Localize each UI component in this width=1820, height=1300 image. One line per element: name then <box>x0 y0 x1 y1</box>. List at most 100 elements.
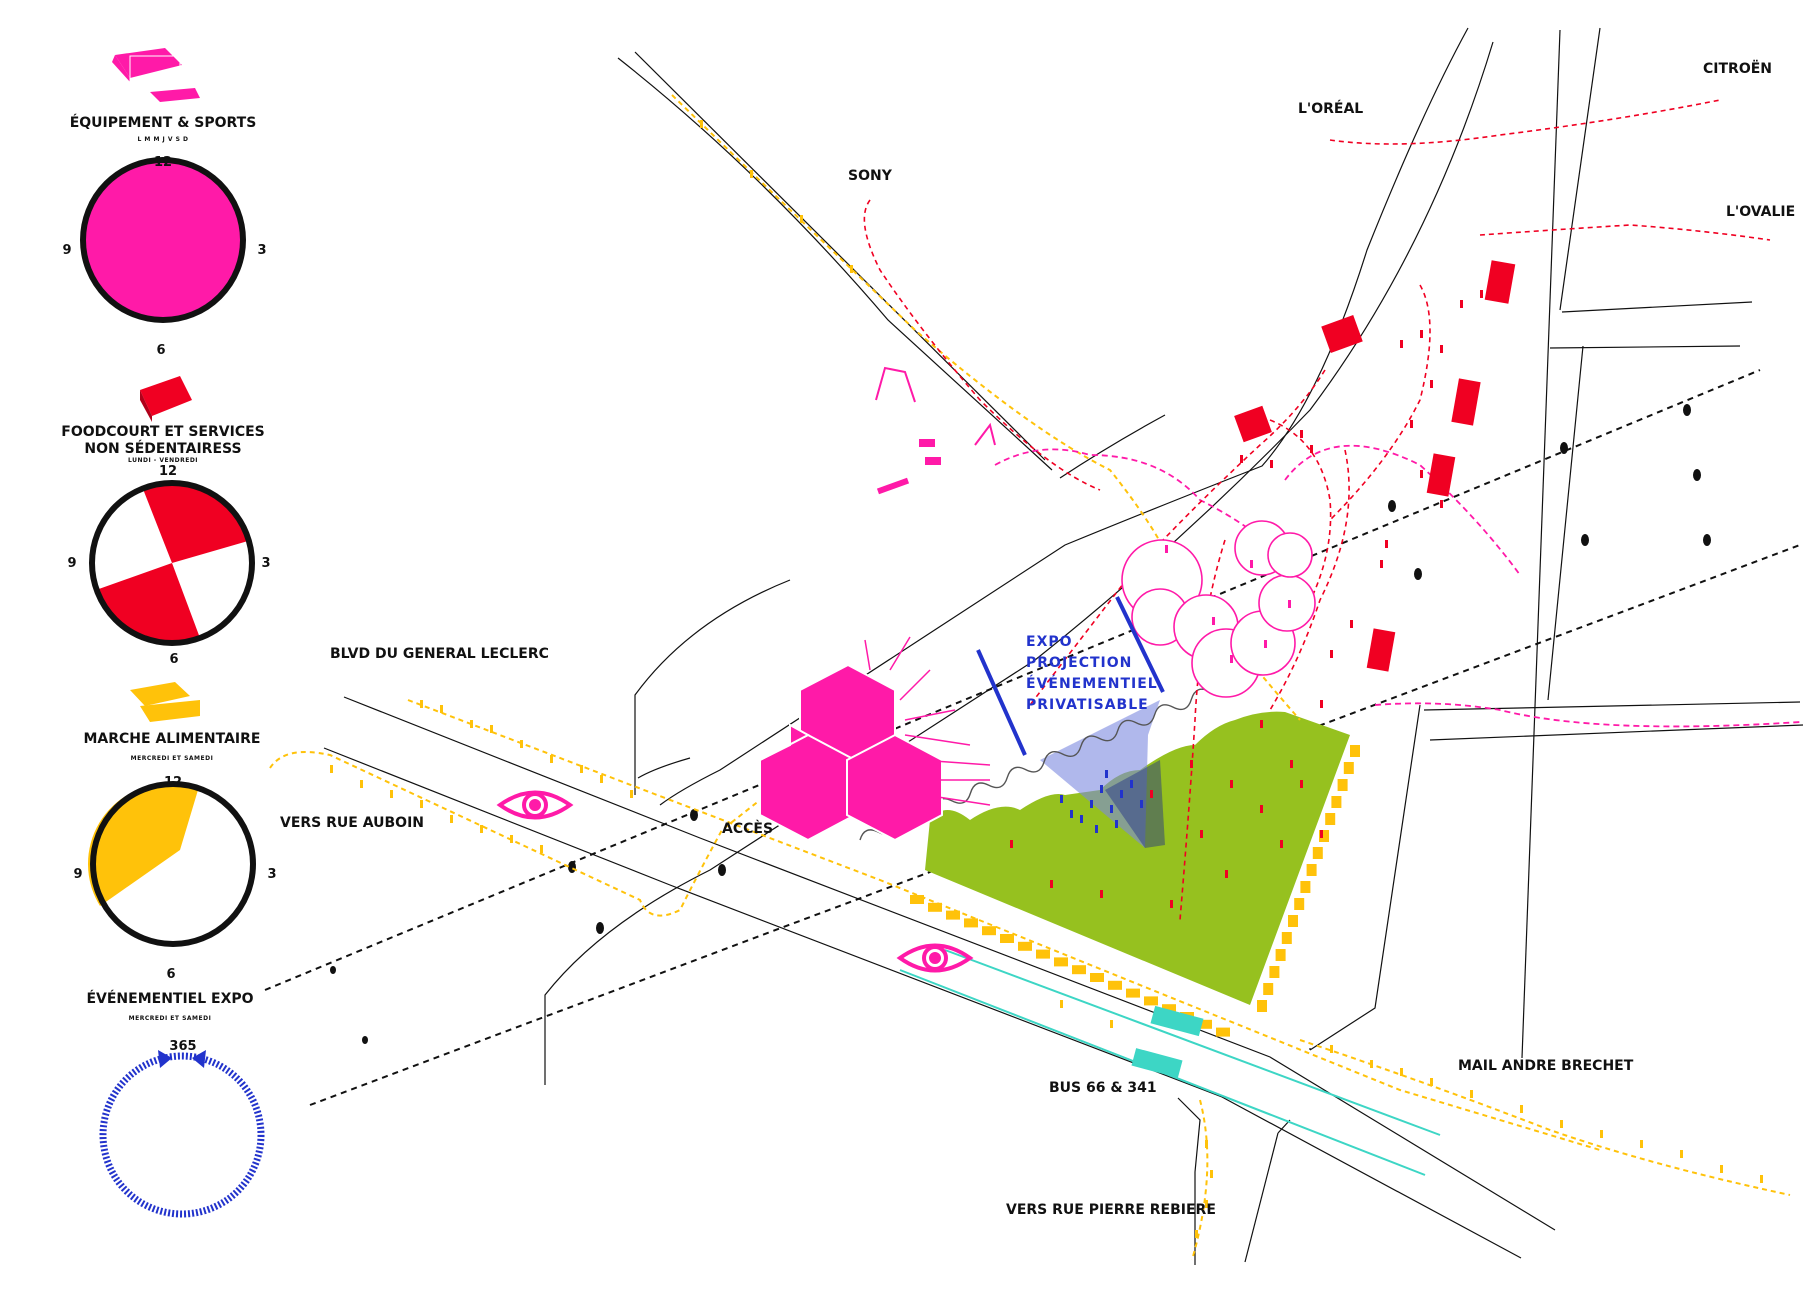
person-figure <box>1520 1105 1523 1113</box>
food-truck-icon <box>140 376 192 422</box>
person-figure <box>1115 820 1118 828</box>
label-citroen: CITROËN <box>1703 60 1772 77</box>
person-figure <box>1195 1230 1198 1238</box>
person-figure <box>490 725 493 733</box>
market-stalls-icon <box>130 682 200 722</box>
svg-text:9: 9 <box>62 243 71 258</box>
svg-text:3: 3 <box>261 556 270 571</box>
market-stall <box>1319 830 1329 842</box>
person-figure <box>1100 785 1103 793</box>
person-figure <box>520 740 523 748</box>
label-bus: BUS 66 & 341 <box>1049 1080 1157 1096</box>
food-trucks <box>1234 260 1516 672</box>
person-figure <box>1640 1140 1643 1148</box>
person-figure <box>1330 1045 1333 1053</box>
person-figure <box>1260 805 1263 813</box>
person-figure <box>1300 780 1303 788</box>
svg-text:12: 12 <box>159 464 177 479</box>
person-figure <box>580 765 583 773</box>
building-arrows <box>864 636 991 806</box>
map-labels: SONY L'ORÉAL CITROËN L'OVALIE BLVD DU GE… <box>280 60 1795 1218</box>
label-auboin: VERS RUE AUBOIN <box>280 815 424 831</box>
person-figure <box>1370 1060 1373 1068</box>
person-figure <box>1010 840 1013 848</box>
label-projection: PROJECTION <box>1026 655 1132 671</box>
legend-food-title2: NON SÉDENTAIRESS <box>84 440 241 457</box>
legend-event-title: ÉVÉNEMENTIEL EXPO <box>86 990 253 1007</box>
market-stall <box>1144 996 1158 1006</box>
red-paths <box>863 99 1771 921</box>
market-stall <box>1054 957 1068 967</box>
person-figure <box>390 790 393 798</box>
person-figure <box>470 720 473 728</box>
market-stall <box>946 910 960 920</box>
label-loreal: L'ORÉAL <box>1298 100 1363 117</box>
person-figure <box>1080 815 1083 823</box>
label-brechet: MAIL ANDRE BRECHET <box>1458 1058 1634 1074</box>
person-figure <box>800 215 803 223</box>
person-figure <box>1230 780 1233 788</box>
market-stall <box>928 902 942 912</box>
person-figure <box>1060 795 1063 803</box>
market-stall <box>1000 934 1014 943</box>
person-figure <box>1170 900 1173 908</box>
svg-text:6: 6 <box>166 967 175 982</box>
person-figure <box>1430 1078 1433 1086</box>
market-stall <box>1350 745 1360 757</box>
person-figure <box>1430 380 1433 388</box>
person-figure <box>1090 800 1093 808</box>
bus-icon <box>1131 1005 1204 1078</box>
person-figure <box>630 790 633 798</box>
sports-clock <box>80 157 246 323</box>
market-stall <box>1257 1000 1267 1012</box>
legend-market-title: MARCHE ALIMENTAIRE <box>83 731 260 747</box>
person-figure <box>1350 620 1353 628</box>
person-figure <box>1440 500 1443 508</box>
person-figure <box>1280 840 1283 848</box>
person-figure <box>1050 880 1053 888</box>
person-figure <box>1225 870 1228 878</box>
person-figure <box>1330 650 1333 658</box>
market-stall <box>1312 847 1323 859</box>
person-figure <box>1720 1165 1723 1173</box>
person-figure <box>1760 1175 1763 1183</box>
person-figure <box>480 825 483 833</box>
svg-text:9: 9 <box>73 867 82 882</box>
person-figure <box>1070 810 1073 818</box>
person-figure <box>850 265 853 273</box>
person-figure <box>1230 655 1233 663</box>
svg-text:12: 12 <box>154 155 172 170</box>
legend-event-sub: MERCREDI ET SAMEDI <box>129 1015 212 1022</box>
person-figure <box>450 815 453 823</box>
person-figure <box>1400 340 1403 348</box>
playground-icon <box>875 366 996 495</box>
label-lovalie: L'OVALIE <box>1726 204 1795 220</box>
market-stall <box>982 926 996 936</box>
label-expo: EXPO <box>1026 634 1073 650</box>
person-figure <box>1250 560 1253 568</box>
person-figure <box>1240 455 1243 463</box>
person-figure <box>1290 760 1293 768</box>
market-stall <box>1331 796 1342 808</box>
projection-zone <box>1040 700 1165 848</box>
person-figure <box>1420 330 1423 338</box>
market-stall <box>1294 898 1305 910</box>
park-lawn <box>925 711 1350 1005</box>
person-figure <box>1110 805 1113 813</box>
svg-text:3: 3 <box>257 243 266 258</box>
viewpoint-eye-icon <box>496 790 974 973</box>
person-figure <box>1210 1170 1213 1178</box>
person-figure <box>1480 290 1483 298</box>
market-stall <box>1108 980 1122 990</box>
person-figure <box>1288 600 1291 608</box>
svg-text:9: 9 <box>67 556 76 571</box>
svg-text:12: 12 <box>164 775 182 790</box>
market-stall <box>1275 949 1286 961</box>
person-figure <box>1212 617 1215 625</box>
market-stall <box>1263 983 1274 995</box>
market-stall <box>1018 941 1032 951</box>
person-figure <box>1165 545 1168 553</box>
food-clock <box>89 480 255 646</box>
market-stall <box>1072 965 1086 975</box>
